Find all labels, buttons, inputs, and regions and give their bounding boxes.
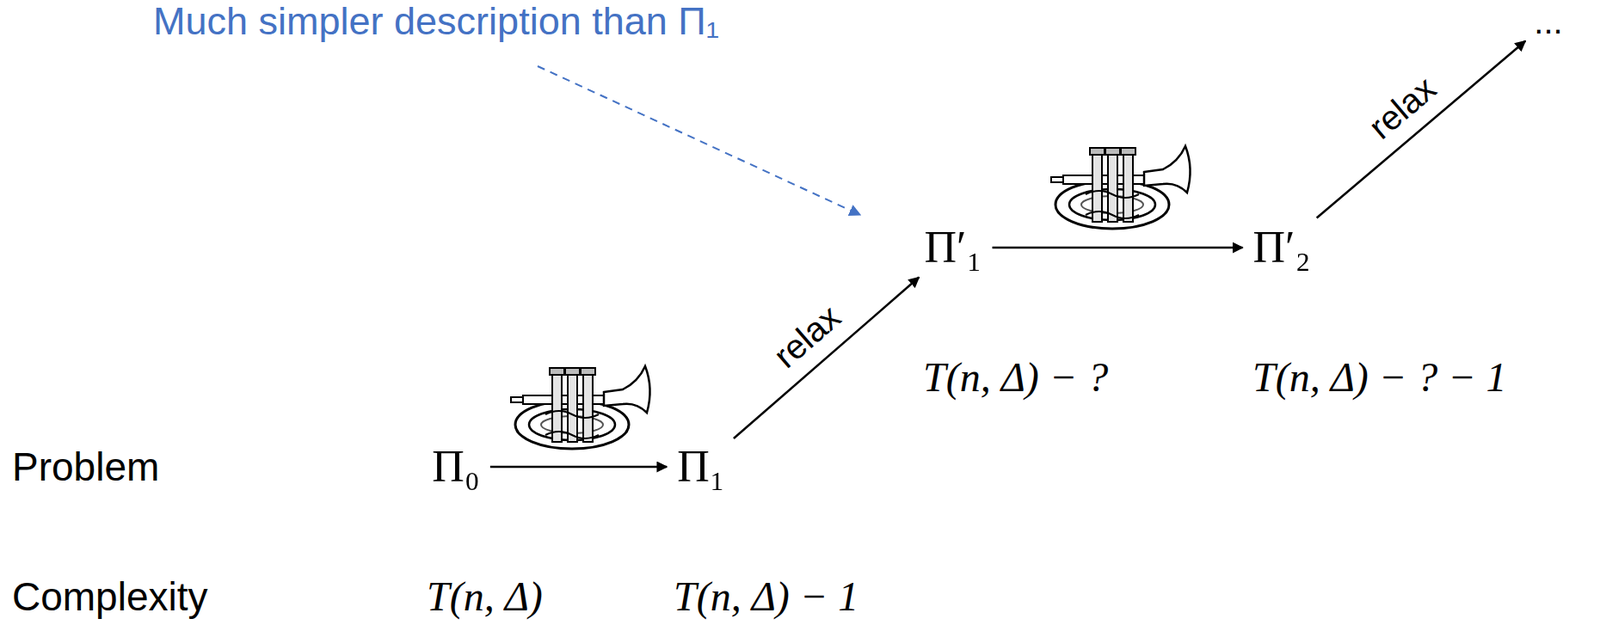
arrow-connector xyxy=(992,246,1244,250)
complexity-value: T(n, Δ) xyxy=(426,574,543,621)
problem-node: Π′₂ xyxy=(1249,222,1314,274)
problem-node: Π′₁ xyxy=(920,222,985,274)
edge-label: relax xyxy=(766,297,848,376)
problem-node: Π₁ xyxy=(673,442,729,493)
arrow-connector xyxy=(490,466,667,469)
arrow-connector xyxy=(1316,41,1527,219)
dashed-leader xyxy=(537,66,861,216)
complexity-value: T(n, Δ) − ? xyxy=(923,355,1108,401)
trumpet-icon xyxy=(510,366,651,450)
row-heading: Complexity xyxy=(12,575,209,620)
problem-name: ... xyxy=(1533,3,1563,40)
row-heading: Problem xyxy=(12,445,160,490)
problem-node: ... xyxy=(1530,1,1566,42)
callout-note: Much simpler description than Π₁ xyxy=(153,0,720,44)
complexity-value: T(n, Δ) − ? − 1 xyxy=(1252,355,1508,401)
problem-name: Π₀ xyxy=(431,443,480,492)
edge-label: relax xyxy=(1361,68,1444,147)
problem-name: Π′₂ xyxy=(1252,224,1311,272)
complexity-value: T(n, Δ) − 1 xyxy=(673,574,859,621)
problem-name: Π₁ xyxy=(676,443,726,492)
arrow-connector xyxy=(733,277,919,439)
problem-name: Π′₁ xyxy=(923,224,982,272)
trumpet-icon xyxy=(1051,146,1191,229)
problem-node: Π₀ xyxy=(428,442,484,493)
